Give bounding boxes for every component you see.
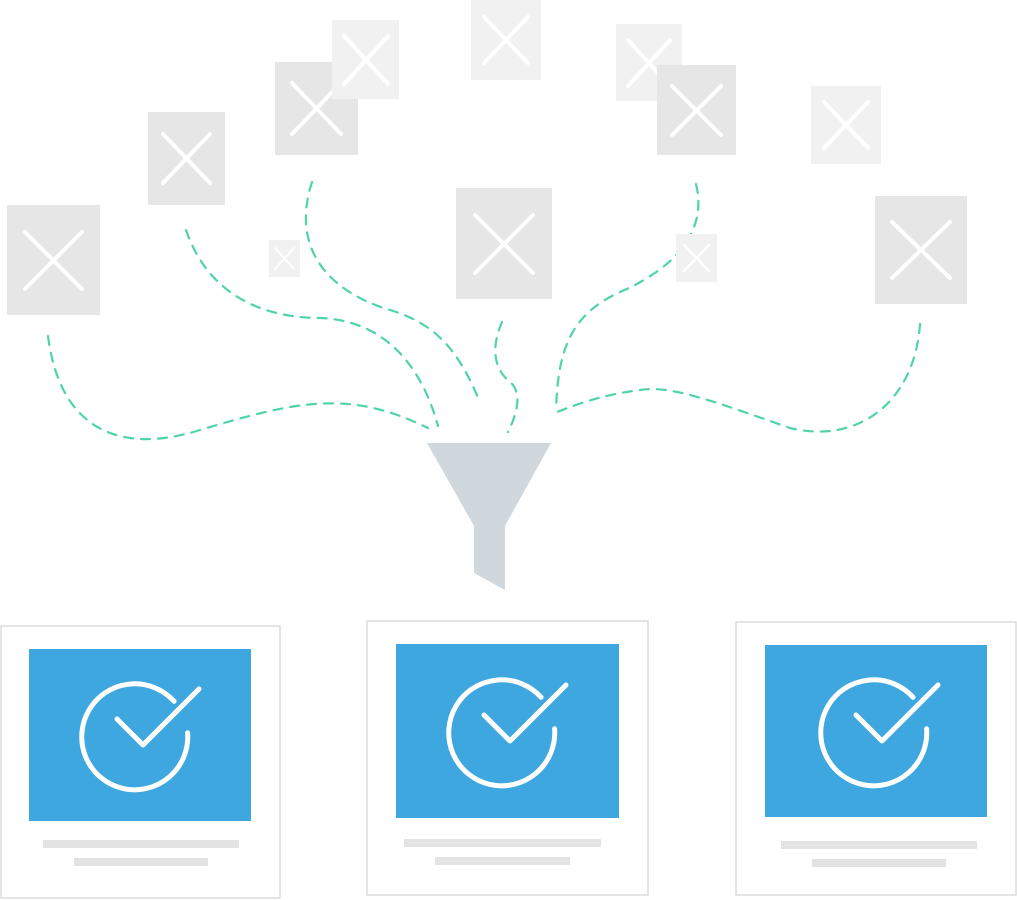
check-circle-icon [446,677,569,789]
accepted-card [735,621,1017,896]
text-line-placeholder [781,841,977,849]
flow-line [494,320,519,434]
image-panel [29,649,251,821]
text-line-placeholder [74,858,208,866]
flow-line [304,180,482,404]
flow-line [554,182,700,412]
x-icon [161,132,212,185]
rejected-tile [657,65,736,155]
rejected-tile [332,20,399,99]
x-icon [822,100,870,150]
text-line-placeholder [404,839,601,847]
x-icon [682,243,711,273]
rejected-tile [148,112,225,205]
text-line-placeholder [812,859,946,867]
image-panel [765,645,987,817]
x-icon [23,230,84,291]
check-circle-icon [79,681,202,793]
flow-line [184,228,440,428]
accepted-items [0,620,1017,899]
rejected-tile [676,234,717,282]
image-panel [396,644,619,818]
x-icon [342,34,390,86]
rejected-tile [875,196,967,304]
accepted-card [366,620,649,896]
x-icon [670,84,723,137]
accepted-card [0,625,281,899]
x-icon [482,15,530,65]
x-icon [274,247,295,270]
flow-line [550,322,922,433]
rejected-tile [471,0,541,80]
funnel-icon [427,443,551,590]
text-line-placeholder [43,840,239,848]
flow-lines [46,180,922,441]
rejected-tile [7,205,100,315]
x-icon [890,220,952,280]
rejected-tile [811,86,881,164]
text-line-placeholder [435,857,570,865]
check-circle-icon [818,677,941,789]
flow-line [46,334,430,441]
rejected-tile [269,240,300,277]
rejected-items [7,0,967,315]
rejected-tile [456,188,552,299]
x-icon [473,213,535,275]
